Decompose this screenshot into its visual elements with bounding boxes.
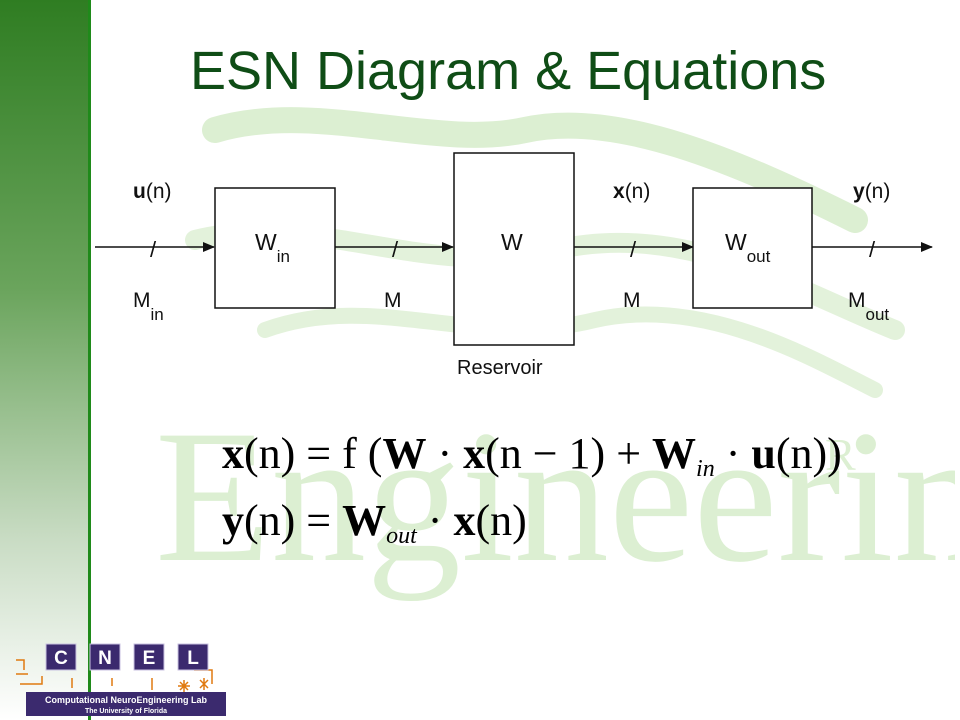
eq2-dot: · xyxy=(416,496,454,545)
eq2-wout-sub: out xyxy=(386,523,417,549)
wout-main: W xyxy=(725,229,747,255)
wout-block xyxy=(692,187,813,309)
eq1-win-sub: in xyxy=(696,456,715,482)
logo-line2: The University of Florida xyxy=(85,708,167,715)
reservoir-weight: W xyxy=(501,229,523,255)
state-signal-bold: x xyxy=(613,180,625,203)
output-equation: y(n) = Wout · x(n) xyxy=(222,495,527,550)
slash-1: / xyxy=(392,237,399,262)
state-equation: x(n) = f (W · x(n − 1) + Win · u(n)) xyxy=(222,428,842,483)
eq1-x: x xyxy=(463,429,486,478)
input-signal-rest: (n) xyxy=(146,180,172,203)
input-dim-sub: in xyxy=(151,305,164,324)
between-dim-1: M xyxy=(384,289,402,312)
wout-sub: out xyxy=(747,247,771,266)
eq1-dot2: · xyxy=(714,429,752,478)
logo-box-n xyxy=(89,643,121,671)
cnel-logo: C N E L Computational NeuroEngineering L… xyxy=(16,643,226,716)
input-slash: / xyxy=(150,237,157,262)
logo-box-l xyxy=(177,643,209,671)
sidebar-gradient xyxy=(0,0,90,720)
logo-line1: Computational NeuroEngineering Lab xyxy=(45,695,208,705)
eq1-mid: (n − 1) + xyxy=(485,429,653,478)
logo-letter-e: E xyxy=(143,648,156,669)
slash-2: / xyxy=(630,237,637,262)
input-signal-label: u(n) xyxy=(133,180,172,203)
logo-letter-n: N xyxy=(98,648,112,669)
logo-letter-c: C xyxy=(54,648,68,669)
logo-box-e xyxy=(133,643,165,671)
eq1-u: u xyxy=(751,429,776,478)
eq2-x: x xyxy=(453,496,476,545)
eq1-w: W xyxy=(382,429,427,478)
win-label: Win xyxy=(255,229,290,266)
eq1-end: (n)) xyxy=(775,429,842,478)
input-dim-label: Min xyxy=(133,289,164,324)
eq2-lhs-y: y xyxy=(222,496,244,545)
sidebar-accent-line xyxy=(88,0,91,720)
output-signal-bold: y xyxy=(853,180,865,203)
output-signal-rest: (n) xyxy=(865,180,891,203)
logo-letter-l: L xyxy=(187,648,199,669)
output-dim-main: M xyxy=(848,289,866,312)
output-slash: / xyxy=(869,237,876,262)
logo-circuit-traces xyxy=(16,659,213,690)
watermark-mark: R xyxy=(825,429,856,480)
eq2-wout: W xyxy=(342,496,387,545)
page-title: ESN Diagram & Equations xyxy=(190,41,827,101)
watermark-word: Engineering xyxy=(155,392,955,602)
input-signal-bold: u xyxy=(133,180,146,203)
between-dim-2: M xyxy=(623,289,641,312)
reservoir-label: Reservoir xyxy=(457,357,543,379)
state-signal-label: x(n) xyxy=(613,180,650,203)
eq1-win: W xyxy=(652,429,697,478)
output-signal-label: y(n) xyxy=(853,180,890,203)
state-signal-rest: (n) xyxy=(625,180,651,203)
neuron-icon xyxy=(178,678,209,692)
input-dim-main: M xyxy=(133,289,151,312)
wout-label: Wout xyxy=(725,229,771,266)
win-sub: in xyxy=(277,247,290,266)
output-dim-sub: out xyxy=(866,305,890,324)
eq2-end: (n) xyxy=(475,496,527,545)
win-main: W xyxy=(255,229,277,255)
logo-box-c xyxy=(45,643,77,671)
eq1-lhs-rest: (n) = f ( xyxy=(244,429,383,478)
logo-banner xyxy=(26,692,226,716)
output-dim-label: Mout xyxy=(848,289,889,324)
eq2-lhs-rest: (n) = xyxy=(244,496,343,545)
eq1-lhs-x: x xyxy=(222,429,244,478)
win-block xyxy=(214,187,336,309)
reservoir-block xyxy=(453,152,575,346)
eq1-dot1: · xyxy=(426,429,464,478)
